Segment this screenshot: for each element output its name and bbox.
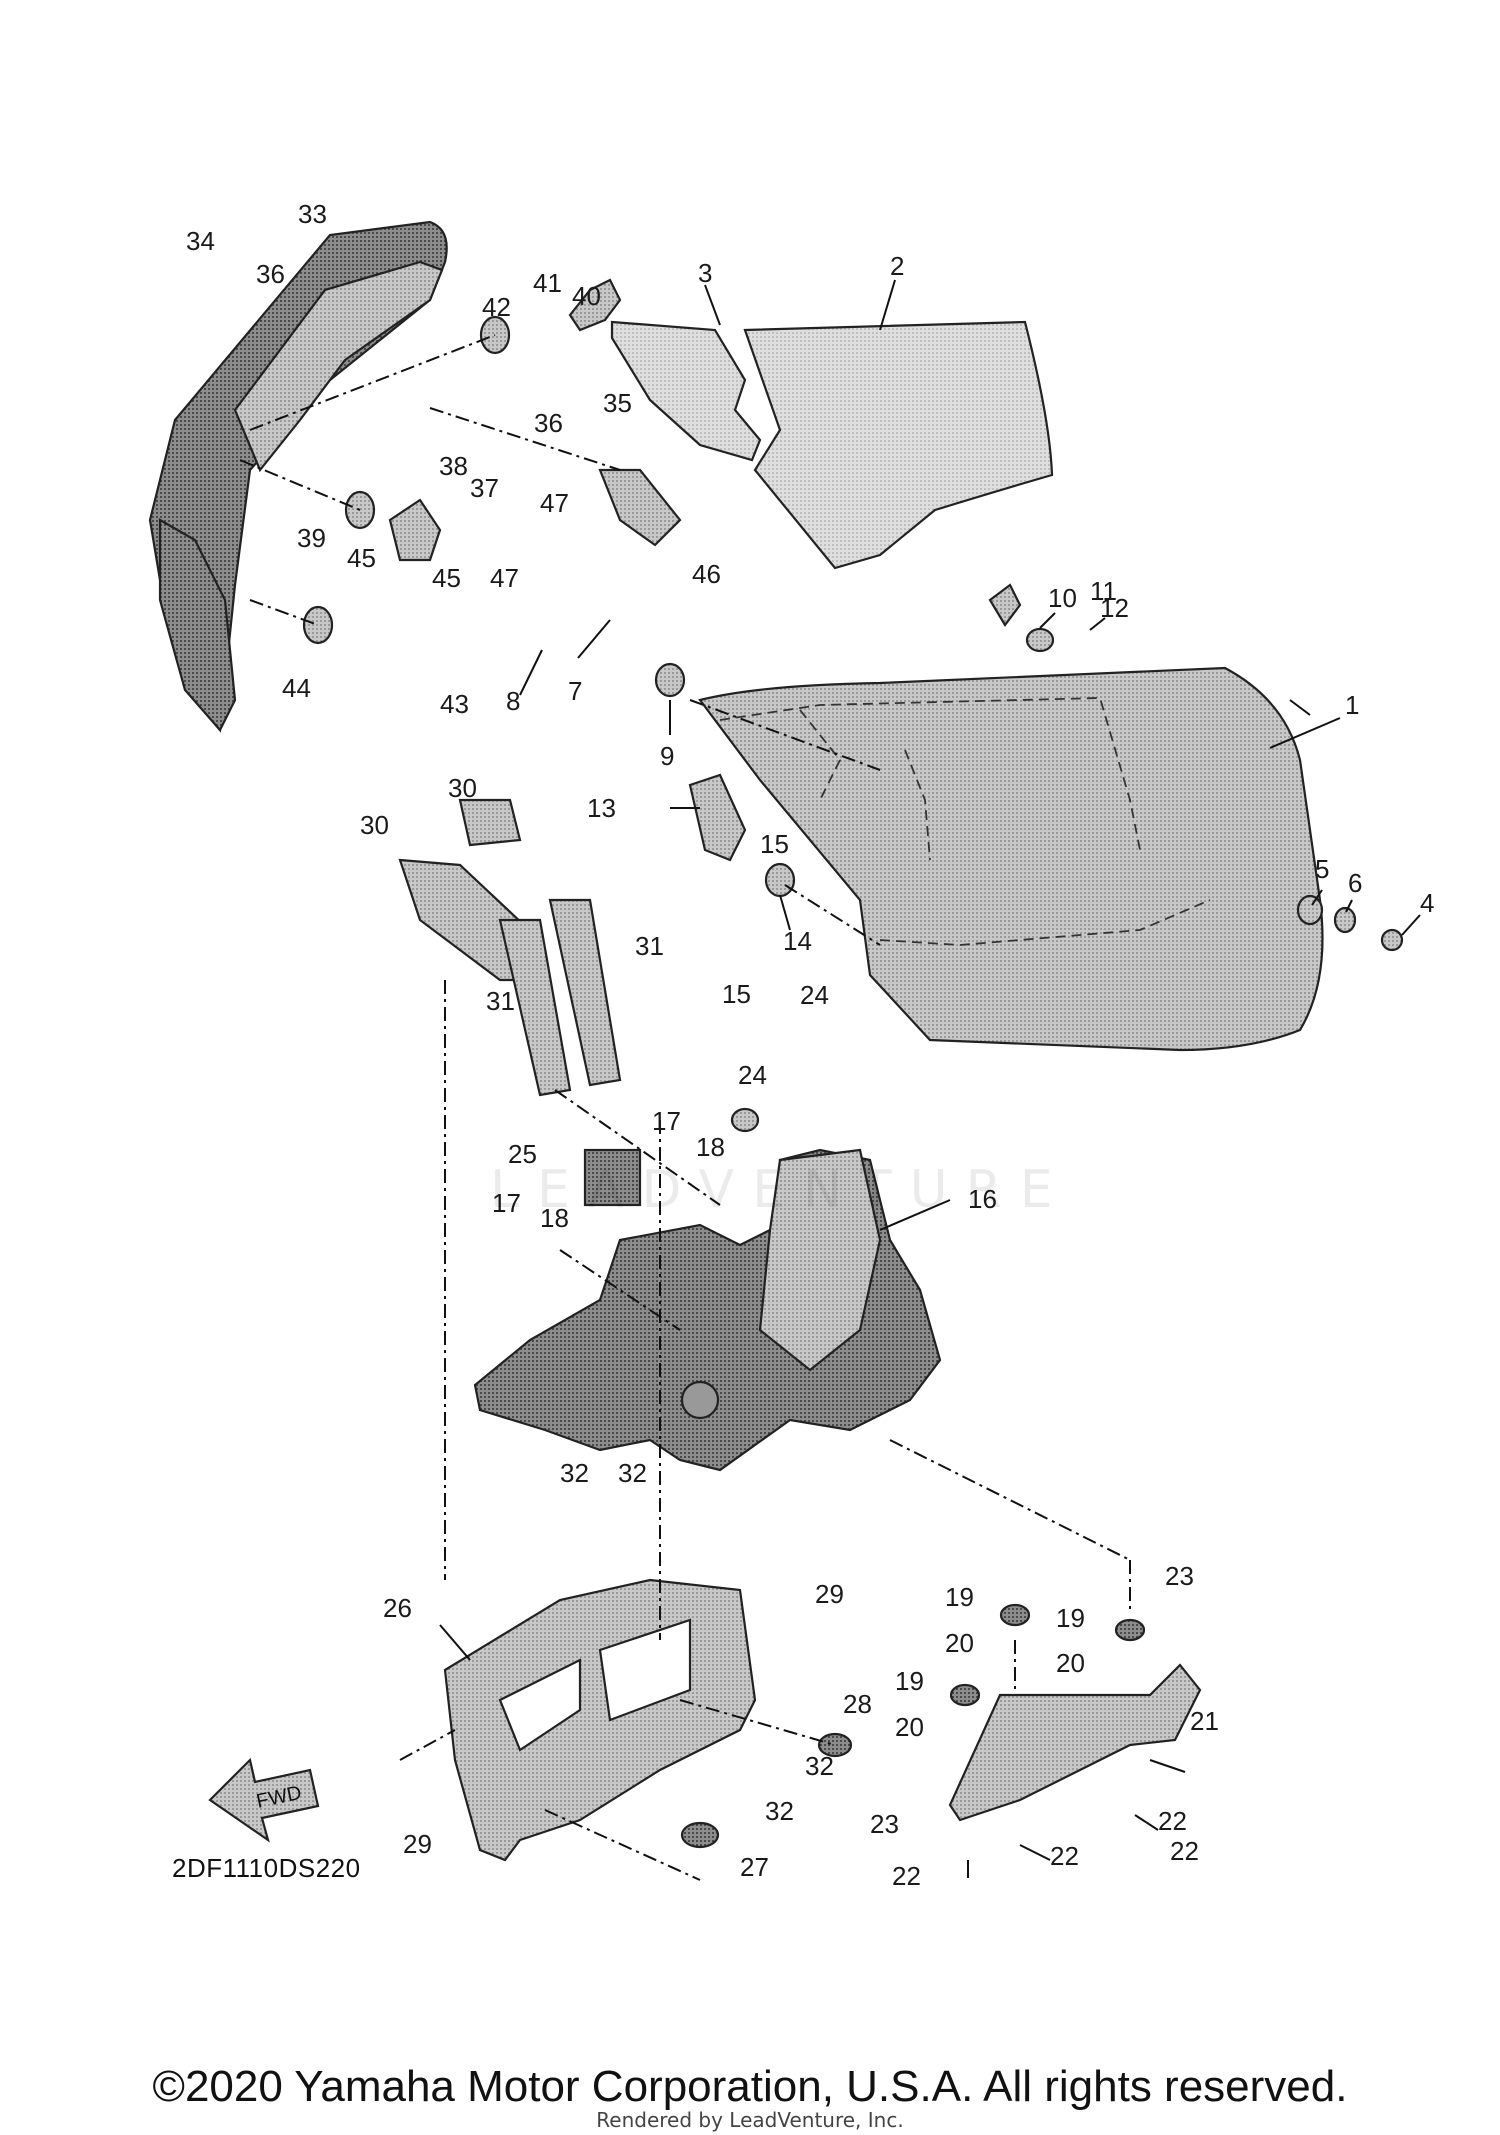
callout-22a: 22 (1158, 1806, 1187, 1836)
callout-37: 37 (470, 473, 499, 503)
callout-16: 16 (968, 1184, 997, 1214)
callout-28: 28 (843, 1689, 872, 1719)
callout-47a: 47 (540, 488, 569, 518)
callout-10: 10 (1048, 583, 1077, 613)
front-cowl-part-33 (148, 220, 448, 733)
callout-18b: 18 (540, 1203, 569, 1233)
callout-22b: 22 (1050, 1841, 1079, 1871)
straps-part-30-31 (398, 798, 622, 1097)
callout-15b: 15 (722, 979, 751, 1009)
callout-12: 12 (1100, 593, 1129, 623)
bracket-part-21 (948, 1663, 1202, 1822)
callout-45b: 45 (432, 563, 461, 593)
callout-21: 21 (1190, 1706, 1219, 1736)
callout-46: 46 (692, 559, 721, 589)
callout-24a: 24 (800, 980, 829, 1010)
callout-11: 11 (1090, 576, 1117, 606)
copyright-notice: ©2020 Yamaha Motor Corporation, U.S.A. A… (152, 2062, 1348, 2111)
callout-32b: 32 (618, 1458, 647, 1488)
callout-27: 27 (740, 1852, 769, 1882)
callout-44: 44 (282, 673, 311, 703)
callout-23a: 23 (1165, 1561, 1194, 1591)
callout-25: 25 (508, 1139, 537, 1169)
callout-31a: 31 (486, 986, 515, 1016)
callout-36a: 36 (256, 259, 285, 289)
callout-47b: 47 (490, 563, 519, 593)
callout-30a: 30 (360, 810, 389, 840)
callout-13: 13 (587, 793, 616, 823)
drawing-code: 2DF1110DS220 (172, 1853, 361, 1883)
callout-39: 39 (297, 523, 326, 553)
callout-32d: 32 (765, 1796, 794, 1826)
alignment-lines (239, 334, 1131, 1881)
callout-38: 38 (439, 451, 468, 481)
callout-20a: 20 (945, 1628, 974, 1658)
callout-17a: 17 (652, 1106, 681, 1136)
bracket-part-16 (473, 1148, 942, 1472)
callout-40: 40 (572, 281, 601, 311)
callout-34: 34 (186, 226, 215, 256)
callout-19c: 19 (895, 1666, 924, 1696)
fwd-arrow-icon: FWD (208, 1757, 320, 1843)
callout-32a: 32 (560, 1458, 589, 1488)
rendered-by-credit: Rendered by LeadVenture, Inc. (596, 2108, 904, 2132)
callout-41: 41 (533, 268, 562, 298)
callout-22c: 22 (892, 1861, 921, 1891)
callout-23b: 23 (870, 1809, 899, 1839)
callout-26: 26 (383, 1593, 412, 1623)
callout-4: 4 (1420, 888, 1434, 918)
callout-15a: 15 (760, 829, 789, 859)
callout-29b: 29 (403, 1829, 432, 1859)
callout-18a: 18 (696, 1132, 725, 1162)
callout-7: 7 (568, 676, 582, 706)
panel-part-3 (610, 320, 762, 462)
callout-19b: 19 (1056, 1603, 1085, 1633)
frame-part-26 (443, 1578, 757, 1862)
callout-43: 43 (440, 689, 469, 719)
callout-22d: 22 (1170, 1836, 1199, 1866)
callout-35: 35 (603, 388, 632, 418)
callout-numbers: 1 2 3 4 5 6 7 8 9 10 11 12 13 14 15 15 1… (186, 199, 1434, 1891)
callout-2: 2 (890, 251, 904, 281)
callout-24b: 24 (738, 1060, 767, 1090)
callout-9: 9 (660, 741, 674, 771)
callout-29a: 29 (815, 1579, 844, 1609)
callout-20c: 20 (895, 1712, 924, 1742)
callout-32c: 32 (805, 1751, 834, 1781)
callout-33: 33 (298, 199, 327, 229)
callout-17b: 17 (492, 1188, 521, 1218)
side-cover-part-1 (698, 666, 1324, 1052)
callout-36b: 36 (534, 408, 563, 438)
leader-lines (439, 279, 1421, 1878)
callout-45a: 45 (347, 543, 376, 573)
callout-19a: 19 (945, 1582, 974, 1612)
callout-14: 14 (783, 926, 812, 956)
callout-20b: 20 (1056, 1648, 1085, 1678)
callout-8: 8 (506, 686, 520, 716)
callout-31b: 31 (635, 931, 664, 961)
callout-3: 3 (698, 258, 712, 288)
screen-part-2 (743, 320, 1054, 570)
callout-30b: 30 (448, 773, 477, 803)
callout-5: 5 (1315, 854, 1329, 884)
callout-1: 1 (1345, 690, 1359, 720)
callout-6: 6 (1348, 868, 1362, 898)
watermark: LEADVENTURE (490, 1160, 1071, 1220)
callout-42: 42 (482, 292, 511, 322)
